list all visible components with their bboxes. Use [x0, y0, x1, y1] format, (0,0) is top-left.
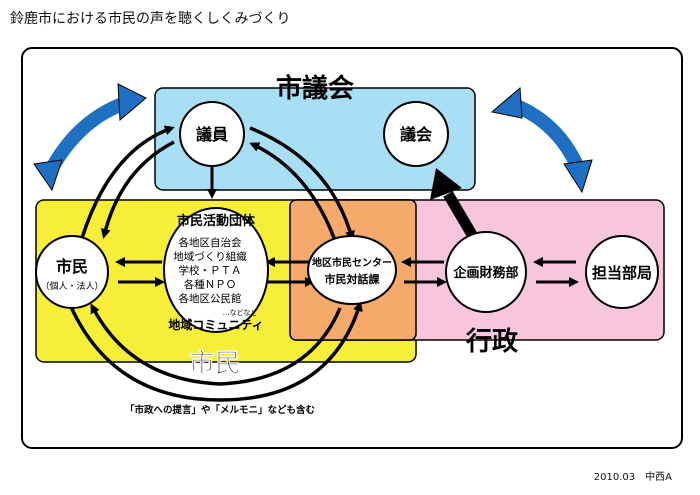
thick-arrow-shaft — [443, 191, 479, 241]
node-center-sublabel: 市民対話課 — [325, 272, 381, 286]
node-groups — [163, 207, 269, 333]
node-department-label: 担当部局 — [592, 264, 652, 282]
arrow-member-to-citizen — [100, 140, 175, 239]
node-planning-label: 企画財務部 — [452, 265, 518, 281]
groups-item: 学校・ＰＴＡ — [179, 264, 242, 277]
node-center — [307, 235, 397, 305]
admin-zone-label: 行政 — [465, 326, 518, 357]
blue-arrow-right-head-bottom — [563, 159, 593, 194]
arrow-citizen-to-center-bottom — [66, 299, 363, 402]
node-member-label: 議員 — [196, 125, 228, 144]
node-center-label: 地区市民センター — [312, 256, 392, 269]
node-citizen-sublabel: （個人・法人） — [40, 280, 103, 292]
groups-item: 各地区公民館 — [179, 292, 242, 305]
node-planning — [445, 231, 527, 313]
node-department — [585, 235, 659, 309]
note-text: 「市政への提言」や「メルモニ」なども含む — [125, 404, 316, 416]
arrow-citizen-to-member-outer — [80, 125, 175, 239]
page-title: 鈴鹿市における市民の声を聴くしくみづくり — [10, 11, 291, 27]
blue-arrow-left-head-top — [117, 83, 147, 122]
groups-footer: 地域コミュニティ — [168, 317, 263, 332]
groups-heading: 市民活動団体 — [177, 213, 256, 229]
node-member — [179, 101, 245, 167]
arrow-member-to-center — [249, 126, 355, 241]
groups-item: 地域づくり組織 — [173, 250, 247, 263]
footer-credit: 2010.03 中西A — [593, 472, 672, 483]
citizen-zone-label: 市民 — [189, 348, 241, 379]
blue-arrow-left-shaft — [45, 95, 131, 172]
council-zone-label: 市議会 — [276, 73, 354, 104]
arrow-center-to-member — [249, 142, 336, 239]
blue-arrow-left-head-bottom — [33, 159, 63, 192]
node-citizen-label: 市民 — [56, 257, 88, 276]
node-assembly-label: 議会 — [400, 125, 432, 144]
groups-item: 各種ＮＰＯ — [184, 278, 237, 291]
groups-item: 各地区自治会 — [179, 236, 242, 249]
node-citizen — [35, 235, 109, 309]
groups-etc: …などなど — [223, 309, 258, 317]
blue-arrow-right-head-top — [490, 86, 523, 119]
arrow-center-to-citizen-bottom — [90, 303, 342, 386]
thick-arrow-head — [430, 168, 462, 200]
node-assembly — [383, 101, 449, 167]
